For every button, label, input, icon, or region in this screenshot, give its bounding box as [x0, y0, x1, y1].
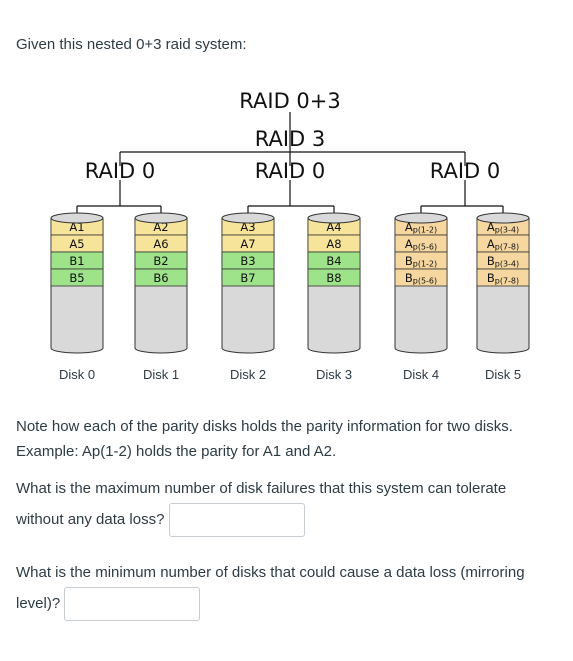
data-block-label: A4 — [326, 220, 341, 234]
note-line-1: Note how each of the parity disks holds … — [16, 418, 513, 435]
answer-2-input[interactable] — [64, 587, 201, 621]
parity-block-label: Ap(5-6) — [405, 237, 437, 252]
data-block-label: A2 — [153, 220, 168, 234]
note-line-2: Example: Ap(1-2) holds the parity for A1… — [16, 443, 337, 460]
data-block-label: A5 — [69, 237, 84, 251]
disk-label: Disk 2 — [230, 367, 266, 382]
question-2-text-end: level)? — [16, 594, 61, 612]
parity-block-label: Bp(1-2) — [405, 254, 437, 269]
disk-label: Disk 3 — [316, 367, 352, 382]
parity-block-letter: B — [405, 254, 413, 268]
disk-label: Disk 0 — [59, 367, 95, 382]
question-1-line-2: without any data loss? — [16, 503, 305, 537]
data-block-label: A7 — [240, 237, 255, 251]
data-block — [50, 268, 104, 287]
data-block-label: B1 — [69, 254, 84, 268]
disk-label: Disk 1 — [143, 367, 179, 382]
disk-top — [394, 212, 448, 224]
parity-block-subscript: p(5-6) — [413, 243, 437, 252]
data-block-label: A1 — [69, 220, 84, 234]
parity-block-subscript: p(3-4) — [495, 260, 519, 269]
data-block-label: B7 — [240, 271, 255, 285]
disk-top — [476, 212, 530, 224]
question-1-text: What is the maximum number of disk failu… — [16, 480, 507, 497]
data-block — [394, 268, 448, 287]
parity-block-letter: A — [405, 237, 413, 251]
parity-block-subscript: p(1-2) — [413, 226, 437, 235]
question-2-line-2: level)? — [16, 587, 201, 621]
parity-block-label: Bp(5-6) — [405, 271, 437, 286]
parity-block-label: Ap(7-8) — [487, 237, 519, 252]
parity-block-letter: B — [487, 271, 495, 285]
data-block-label: B4 — [326, 254, 341, 268]
data-block-label: A8 — [326, 237, 341, 251]
parity-block-label: Bp(7-8) — [487, 271, 519, 286]
question-2-text: What is the minimum number of disks that… — [16, 564, 525, 581]
data-block-label: A6 — [153, 237, 168, 251]
disk-top — [307, 212, 361, 224]
parity-block-subscript: p(1-2) — [413, 260, 437, 269]
disk-top — [221, 212, 275, 224]
data-block-label: B8 — [326, 271, 341, 285]
data-block-label: B2 — [153, 254, 168, 268]
raid-diagram: RAID 0+3 RAID 3 RAID 0 RAID 0 RAID 0 A1A… — [50, 89, 530, 382]
disk-top — [50, 212, 104, 224]
parity-block-letter: A — [405, 220, 413, 234]
parity-block-subscript: p(3-4) — [495, 226, 519, 235]
raid-3-label: RAID 3 — [255, 127, 326, 151]
disk-label: Disk 5 — [485, 367, 521, 382]
parity-block-subscript: p(5-6) — [413, 277, 437, 286]
disk-5: Ap(3-4)Ap(7-8)Bp(3-4)Bp(7-8)Disk 5 — [476, 212, 530, 382]
parity-block-subscript: p(7-8) — [495, 277, 519, 286]
disk-label: Disk 4 — [403, 367, 439, 382]
raid-0-label-left: RAID 0 — [85, 159, 156, 183]
parity-block-letter: A — [487, 237, 495, 251]
data-block — [307, 268, 361, 287]
question-intro: Given this nested 0+3 raid system: — [16, 36, 247, 53]
parity-block-label: Ap(1-2) — [405, 220, 437, 235]
data-block — [134, 268, 188, 287]
disk-top — [134, 212, 188, 224]
parity-block-label: Ap(3-4) — [487, 220, 519, 235]
parity-block-letter: A — [487, 220, 495, 234]
data-block-label: B3 — [240, 254, 255, 268]
parity-block-subscript: p(7-8) — [495, 243, 519, 252]
raid-0-label-middle: RAID 0 — [255, 159, 326, 183]
data-block-label: B6 — [153, 271, 168, 285]
parity-block-letter: B — [487, 254, 495, 268]
data-block-label: B5 — [69, 271, 84, 285]
data-block-label: A3 — [240, 220, 255, 234]
question-1-text-end: without any data loss? — [16, 510, 165, 528]
raid-0-3-label: RAID 0+3 — [239, 89, 340, 113]
data-block — [221, 268, 275, 287]
disk-4: Ap(1-2)Ap(5-6)Bp(1-2)Bp(5-6)Disk 4 — [394, 212, 448, 382]
data-block — [476, 268, 530, 287]
raid-0-label-right: RAID 0 — [430, 159, 501, 183]
answer-1-input[interactable] — [168, 503, 305, 537]
parity-block-letter: B — [405, 271, 413, 285]
parity-block-label: Bp(3-4) — [487, 254, 519, 269]
